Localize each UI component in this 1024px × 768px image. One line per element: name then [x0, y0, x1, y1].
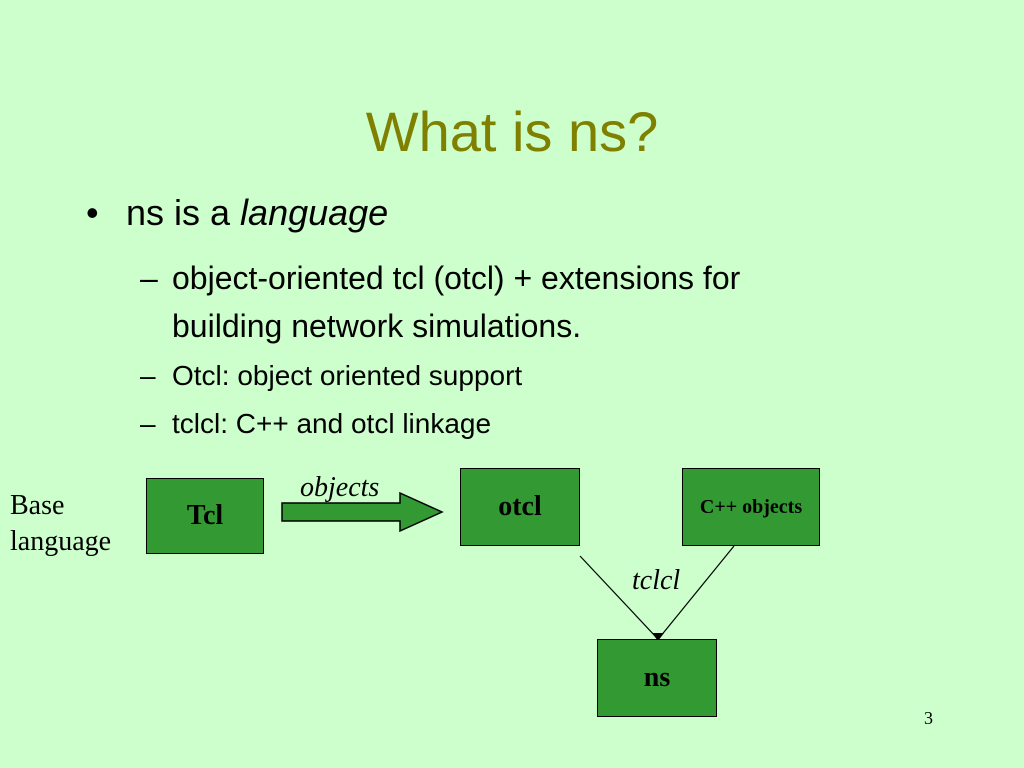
ns-arrowhead — [652, 633, 664, 641]
subitem-text: tclcl: C++ and otcl linkage — [172, 408, 492, 439]
cpp-to-ns-line — [659, 545, 735, 638]
base-language-line-1: Base — [10, 490, 65, 521]
bullet-item: • ns is a language — [86, 188, 388, 238]
page-number: 3 — [924, 708, 933, 728]
cpp-objects-box: C++ objects — [682, 468, 820, 546]
tclcl-label: tclcl — [632, 565, 681, 596]
base-language-line-2: language — [10, 526, 112, 557]
otcl-to-ns-line — [579, 555, 657, 638]
bullet-emphasis: language — [240, 192, 389, 233]
page-title: What is ns? — [365, 100, 659, 163]
subitem-otcl-support: –Otcl: object oriented support — [140, 356, 522, 396]
subitem-dash: – — [140, 260, 158, 296]
subitem-dash: – — [140, 408, 156, 439]
subitem-line-1: object-oriented tcl (otcl) + extensions … — [172, 260, 741, 296]
bullet-marker: • — [86, 192, 99, 233]
subitem-tclcl-linkage: –tclcl: C++ and otcl linkage — [140, 404, 491, 444]
bullet-text: ns is a — [126, 192, 241, 233]
subitem-otcl-extensions: –object-oriented tcl (otcl) + extensions… — [140, 254, 900, 350]
objects-label: objects — [300, 472, 380, 503]
tcl-box: Tcl — [146, 478, 264, 554]
ns-box: ns — [597, 639, 717, 717]
otcl-box: otcl — [460, 468, 580, 546]
subitem-text: Otcl: object oriented support — [172, 360, 523, 391]
objects-arrow — [281, 491, 444, 533]
base-language-label: Base language — [10, 488, 111, 560]
subitem-line-2: building network simulations. — [172, 308, 582, 344]
subitem-dash: – — [140, 360, 156, 391]
